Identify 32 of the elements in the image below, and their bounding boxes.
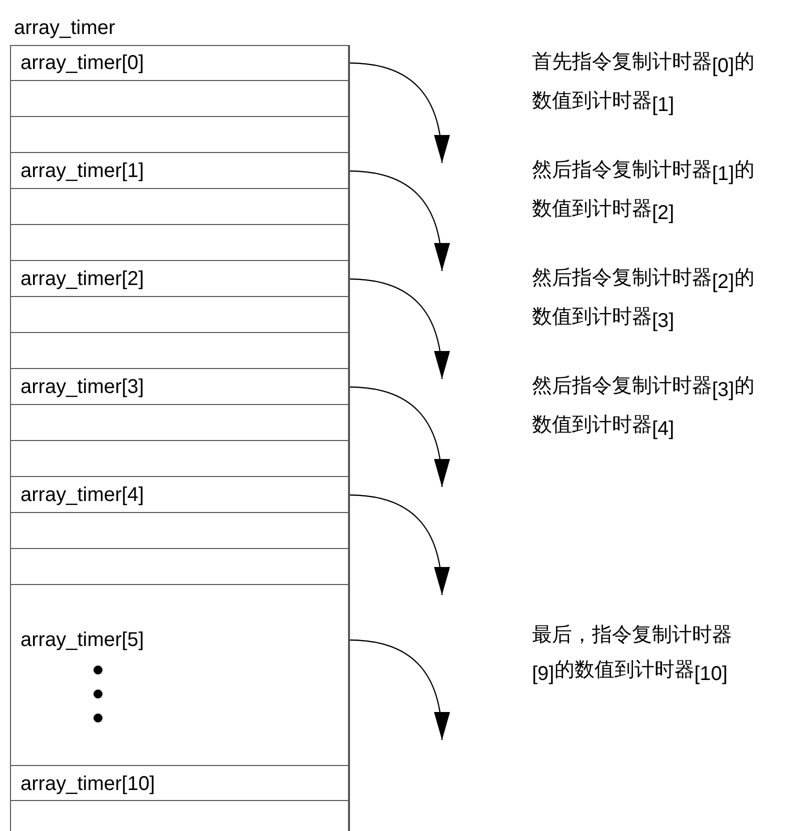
- element-label: array_timer[2]: [20, 266, 144, 290]
- memory-row: [10, 476, 350, 512]
- memory-row: [10, 766, 350, 800]
- curved-arrow: [348, 278, 449, 380]
- curved-arrow: [348, 494, 449, 596]
- memory-row: [10, 296, 350, 332]
- memory-row: [10, 80, 350, 116]
- element-label: array_timer[1]: [20, 158, 144, 182]
- memory-row: [10, 44, 350, 80]
- memory-row: [10, 332, 350, 368]
- element-label: array_timer[0]: [20, 50, 144, 74]
- curved-arrow: [348, 62, 449, 164]
- memory-row: [10, 116, 350, 152]
- curved-arrow: [348, 170, 449, 272]
- memory-row: [10, 548, 350, 584]
- element-label: array_timer[10]: [20, 772, 155, 796]
- curved-arrow: [348, 386, 449, 488]
- curved-arrow: [348, 639, 449, 740]
- memory-row: [10, 800, 350, 830]
- memory-row: [10, 152, 350, 188]
- memory-row: [10, 260, 350, 296]
- memory-row: [10, 512, 350, 548]
- memory-row: [10, 404, 350, 440]
- memory-row: [10, 440, 350, 476]
- memory-row: [10, 188, 350, 224]
- array-name: array_timer: [14, 17, 116, 40]
- element-label: array_timer[4]: [20, 482, 144, 506]
- memory-row: [10, 368, 350, 404]
- element-label: array_timer[5]: [20, 628, 144, 652]
- memory-row: [10, 224, 350, 260]
- memory-row: [10, 584, 350, 766]
- element-label: array_timer[3]: [20, 374, 144, 398]
